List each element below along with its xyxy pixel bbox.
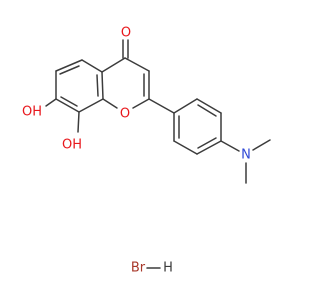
structure-diagram: O O OH OH N Br H (22, 26, 271, 276)
b-ring (148, 98, 222, 155)
bond (173, 98, 198, 114)
bond (220, 140, 240, 152)
bond (102, 98, 118, 109)
double-bond (60, 96, 78, 107)
ring-oxygen-label: O (120, 107, 130, 122)
bromine-label: Br (131, 261, 146, 276)
bond (124, 57, 150, 72)
double-bond (59, 65, 80, 75)
double-bond (197, 104, 217, 117)
hydrogen-label: H (163, 261, 173, 276)
double-bond (96, 74, 99, 97)
bond (196, 140, 222, 155)
carbonyl-oxygen-label: O (121, 26, 131, 41)
bond (101, 71, 104, 100)
molecule-canvas: O O OH OH N Br H (22, 26, 271, 276)
bond (77, 111, 80, 133)
bond (45, 98, 57, 107)
a-ring (55, 59, 104, 113)
hydroxyl-8-label: OH (62, 138, 82, 153)
bond (55, 59, 83, 72)
bond (132, 98, 150, 109)
bond (173, 140, 198, 155)
bond (196, 98, 222, 114)
bond (78, 98, 104, 113)
bond (101, 57, 126, 73)
hydroxyl-7-label: OH (22, 105, 42, 120)
bond (81, 59, 103, 73)
bond (55, 98, 80, 113)
dimethylamino-nitrogen-label: N (241, 148, 251, 163)
double-bond (197, 137, 217, 149)
bond (252, 139, 271, 151)
bond (148, 98, 175, 114)
c-ring (101, 39, 150, 109)
